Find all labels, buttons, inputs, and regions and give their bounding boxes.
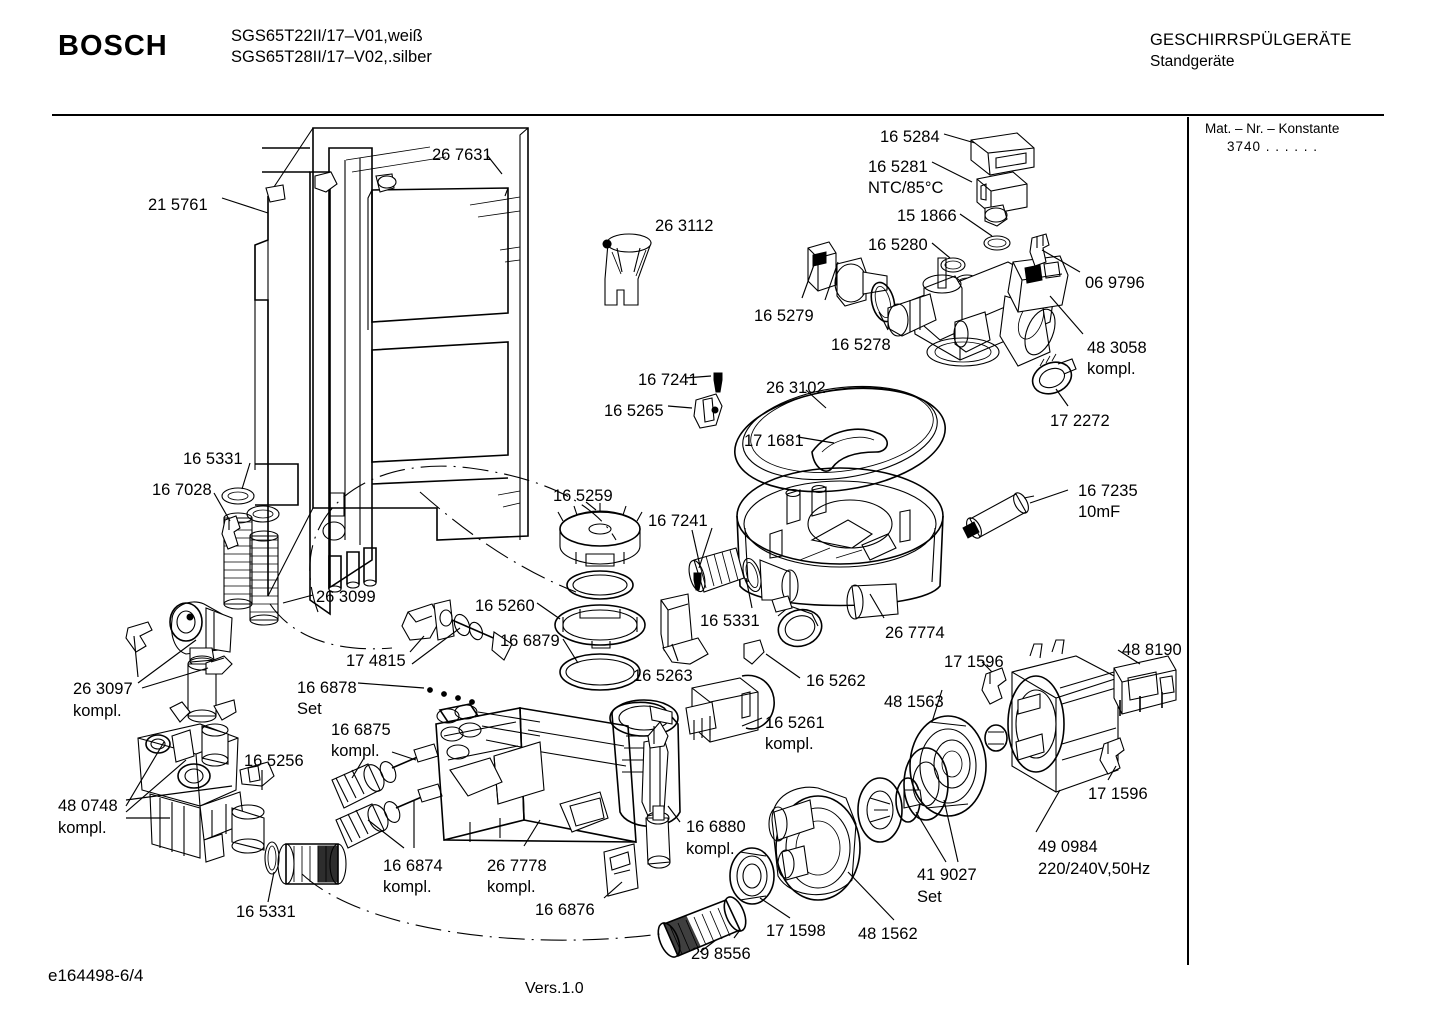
part-callout-c27: 16 6879 xyxy=(500,632,560,650)
part-callout-c45: 26 3097 xyxy=(73,680,133,698)
part-callout-c13: kompl. xyxy=(1087,360,1136,378)
part-callout-c04: 16 5284 xyxy=(880,128,940,146)
part-callout-c28: 16 5331 xyxy=(700,612,760,630)
part-callout-c52: 16 6878 xyxy=(297,679,357,697)
part-callout-c08: 16 5280 xyxy=(868,236,928,254)
part-callout-c14: 17 2272 xyxy=(1050,412,1110,430)
model-line-2: SGS65T28II/17–V02,.silber xyxy=(231,48,432,66)
part-callout-c23: 26 3099 xyxy=(316,588,376,606)
document-id: e164498-6/4 xyxy=(48,966,144,985)
part-callout-c58: 26 7778 xyxy=(487,857,547,875)
part-callout-c62: kompl. xyxy=(686,840,735,858)
sidebar-divider-rule xyxy=(1187,117,1189,965)
part-tank-267778 xyxy=(436,700,680,846)
part-callout-c55: kompl. xyxy=(331,742,380,760)
part-callout-c49: 16 5256 xyxy=(244,752,304,770)
material-number-value: 3740 . . . . . . xyxy=(1227,139,1319,154)
part-callout-c03: 26 3112 xyxy=(655,217,714,235)
assembly-construction-curves xyxy=(270,466,660,940)
part-callout-c30: 16 5262 xyxy=(806,672,866,690)
part-callout-c07: 15 1866 xyxy=(897,207,957,225)
part-callout-c37: kompl. xyxy=(765,735,814,753)
part-callout-c01: 21 5761 xyxy=(148,196,208,214)
part-bellows-263099 xyxy=(214,463,313,625)
part-callout-c43: 17 1598 xyxy=(766,922,826,940)
part-callout-c10: 16 5279 xyxy=(754,307,814,325)
model-line-1: SGS65T22II/17–V01,weiß xyxy=(231,27,423,45)
category-block: GESCHIRRSPÜLGERÄTE Standgeräte xyxy=(1150,29,1352,73)
part-callout-c05: 16 5281 xyxy=(868,158,928,176)
part-dispenser-166880 xyxy=(604,722,680,898)
part-callout-c51: 17 4815 xyxy=(346,652,406,670)
part-callout-c34: 48 1563 xyxy=(884,693,944,711)
material-number-block: Mat. – Nr. – Konstante 3740 . . . . . . xyxy=(1205,120,1339,156)
part-callout-c40: 41 9027 xyxy=(917,866,977,884)
version-label: Vers.1.0 xyxy=(525,980,584,997)
part-callout-c15: 16 7241 xyxy=(638,371,698,389)
part-callout-c06: NTC/85°C xyxy=(868,179,944,197)
category-sub: Standgeräte xyxy=(1150,53,1235,70)
part-callout-c41: Set xyxy=(917,888,942,906)
material-number-title: Mat. – Nr. – Konstante xyxy=(1205,121,1340,136)
bosch-logo: BOSCH xyxy=(58,30,168,62)
header-divider-rule xyxy=(52,114,1384,116)
category-main: GESCHIRRSPÜLGERÄTE xyxy=(1150,31,1352,49)
part-callout-c35: 17 1596 xyxy=(1088,785,1148,803)
part-callout-c26: 16 5260 xyxy=(475,597,535,615)
part-callout-c59: kompl. xyxy=(487,878,536,896)
part-callout-c02: 26 7631 xyxy=(432,146,492,164)
part-callout-c29: 16 5263 xyxy=(633,667,693,685)
part-callout-c54: 16 6875 xyxy=(331,721,391,739)
part-callout-c39: 220/240V,50Hz xyxy=(1038,860,1151,878)
part-callout-c17: 16 5265 xyxy=(604,402,664,420)
part-capacitor-167235 xyxy=(963,490,1068,541)
part-callout-c16: 26 3102 xyxy=(766,379,826,397)
part-callout-c48: kompl. xyxy=(58,819,107,837)
part-callout-c53: Set xyxy=(297,700,322,718)
part-callout-c57: kompl. xyxy=(383,878,432,896)
part-callout-c32: 17 1596 xyxy=(944,653,1004,671)
part-callout-c19: 16 7235 xyxy=(1078,482,1138,500)
part-callout-c36: 16 5261 xyxy=(765,714,825,732)
part-callout-c12: 48 3058 xyxy=(1087,339,1147,357)
part-callout-c18: 17 1681 xyxy=(744,432,804,450)
part-callout-c42: 48 1562 xyxy=(858,925,918,943)
part-callout-c25: 16 7241 xyxy=(648,512,708,530)
part-callout-c47: 48 0748 xyxy=(58,797,118,815)
part-callout-c20: 10mF xyxy=(1078,503,1121,521)
dot-leader-166878 xyxy=(428,688,475,705)
part-callout-c11: 16 5278 xyxy=(831,336,891,354)
part-door-panel-267631 xyxy=(222,128,528,614)
part-callout-c56: 16 6874 xyxy=(383,857,443,875)
part-inlet-valve-480748 xyxy=(126,602,346,902)
part-callout-c09: 06 9796 xyxy=(1085,274,1145,292)
part-callout-c33: 48 8190 xyxy=(1122,641,1182,659)
model-designation-block: SGS65T22II/17–V01,weiß SGS65T28II/17–V02… xyxy=(231,26,432,68)
part-filter-stack xyxy=(537,502,645,690)
part-callout-c38: 49 0984 xyxy=(1038,838,1098,856)
part-callout-c44: 29 8556 xyxy=(691,945,751,963)
part-funnel-263112 xyxy=(603,234,651,305)
part-callout-c61: 16 6880 xyxy=(686,818,746,836)
part-callout-c24: 16 5259 xyxy=(553,487,613,505)
part-callout-c31: 26 7774 xyxy=(885,624,945,642)
part-callout-c50: 16 5331 xyxy=(236,903,296,921)
part-callout-c46: kompl. xyxy=(73,702,122,720)
part-callout-c60: 16 6876 xyxy=(535,901,595,919)
part-heater-valve-assembly xyxy=(802,133,1083,406)
part-callout-c22: 16 7028 xyxy=(152,481,212,499)
part-callout-c21: 16 5331 xyxy=(183,450,243,468)
